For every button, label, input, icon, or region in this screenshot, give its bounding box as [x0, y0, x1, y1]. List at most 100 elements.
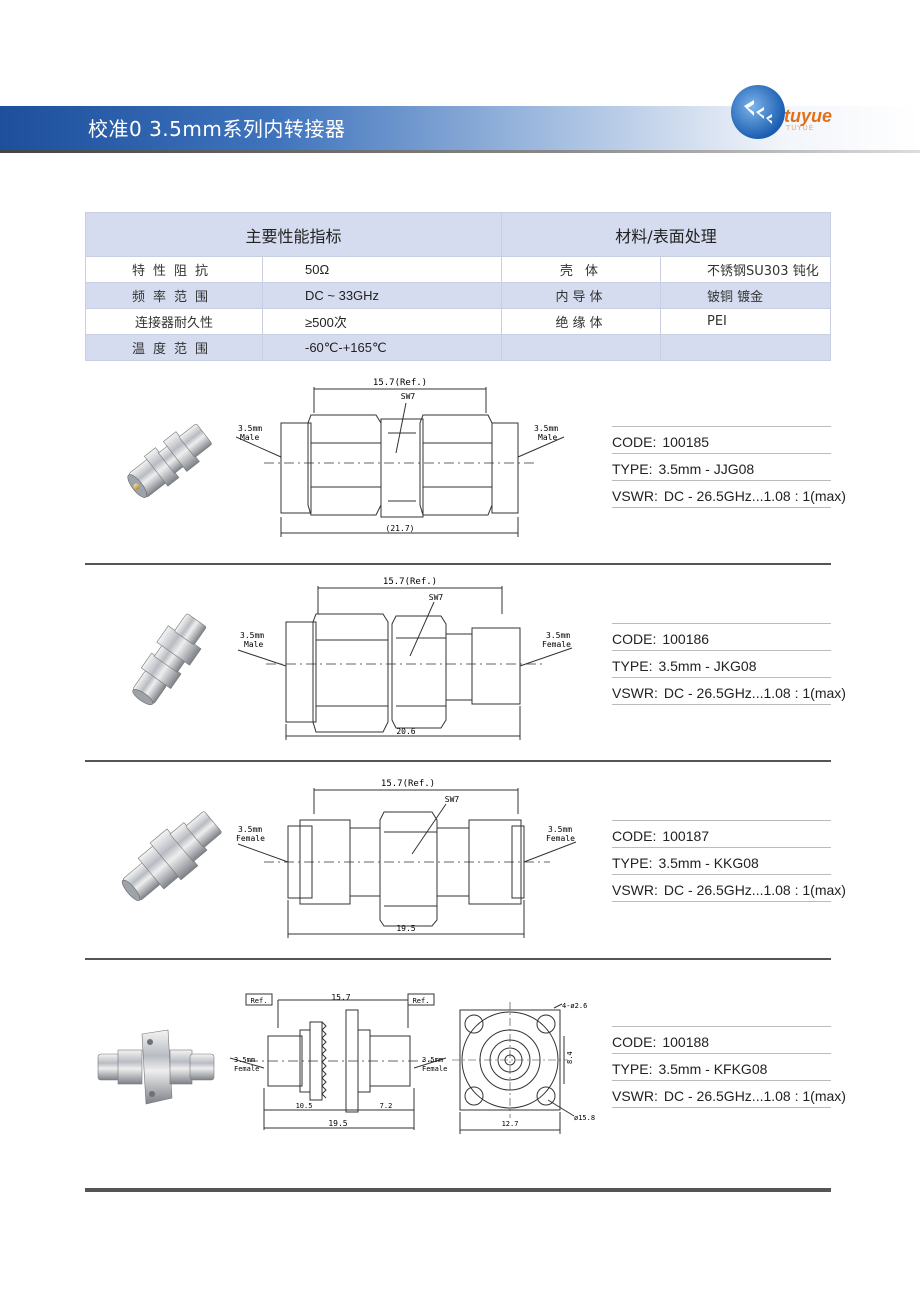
- spec-header-materials: 材料/表面处理: [501, 212, 831, 257]
- section-divider: [85, 958, 831, 960]
- type-line: TYPE: 3.5mm - KKG08: [612, 848, 831, 875]
- dim-flange-diameter-label: ø15.8: [574, 1114, 595, 1122]
- dim-flange-height-label: 8.4: [566, 1051, 574, 1064]
- type-value: 3.5mm - KKG08: [658, 855, 759, 871]
- vswr-value: DC - 26.5GHz...1.08 : 1(max): [663, 488, 846, 504]
- code-value: 100185: [662, 434, 710, 450]
- code-key: CODE:: [612, 1034, 657, 1050]
- section-divider: [85, 760, 831, 762]
- product-photo-100186: [132, 613, 207, 706]
- vswr-key: VSWR:: [612, 882, 658, 898]
- vswr-line: VSWR:DC - 26.5GHz...1.08 : 1(max): [612, 1081, 846, 1108]
- code-value: 100186: [662, 631, 710, 647]
- product-info-100185: CODE: 100185 TYPE:3.5mm - JJG08 VSWR: DC -…: [612, 426, 846, 508]
- type-key: TYPE:: [612, 855, 653, 871]
- vswr-value: DC - 26.5GHz...1.08 : 1(max): [663, 685, 846, 701]
- spec-table: 主要性能指标 材料/表面处理 特性阻抗 50Ω 壳 体 不锈钢SU303 钝化 …: [85, 212, 831, 361]
- left-port-gender: Male: [240, 433, 259, 442]
- left-port-size: 3.5mm: [234, 1056, 255, 1064]
- dim-ref-label: 15.7(Ref.): [373, 378, 427, 388]
- spec-value: DC ~ 33GHz: [262, 282, 502, 309]
- page-title: 校准0 3.5mm系列内转接器: [88, 117, 346, 141]
- spec-table-header-row: 主要性能指标 材料/表面处理: [85, 212, 831, 257]
- spec-label: 频率范围: [85, 282, 263, 309]
- dim-total-label: 19.5: [396, 924, 415, 933]
- left-port-gender: Male: [244, 640, 263, 649]
- vswr-value: DC - 26.5GHz...1.08 : 1(max): [663, 882, 846, 898]
- dim-sw-label: SW7: [445, 795, 460, 804]
- right-port-gender: Female: [546, 834, 575, 843]
- right-port-size: 3.5mm: [534, 424, 558, 433]
- right-port-gender: Female: [422, 1065, 447, 1073]
- material-value: PEI: [660, 308, 831, 335]
- left-port-gender: Female: [236, 834, 265, 843]
- technical-drawing-100187: 15.7(Ref.) SW7 19.5 3.5mm Female 3.5mm F…: [236, 779, 577, 938]
- spec-label: 特性阻抗: [85, 256, 263, 283]
- left-port-gender: Female: [234, 1065, 259, 1073]
- code-key: CODE:: [612, 828, 657, 844]
- product-photo-100188: [97, 1029, 215, 1105]
- spec-value: 50Ω: [262, 256, 502, 283]
- left-port-size: 3.5mm: [240, 631, 264, 640]
- product-info-100186: CODE: 100186 TYPE: 3.5mm - JKG08 VSWR: DC -…: [612, 623, 846, 705]
- type-key: TYPE:: [612, 461, 653, 477]
- code-value: 100187: [662, 828, 710, 844]
- table-row: 频率范围 DC ~ 33GHz 内导体 铍铜 镀金: [85, 282, 831, 309]
- code-line: CODE: 100188: [612, 1026, 831, 1054]
- section-divider: [85, 563, 831, 565]
- dim-left-seg-label: 10.5: [296, 1102, 313, 1110]
- material-label: 绝缘体: [501, 308, 661, 335]
- vswr-key: VSWR:: [612, 488, 658, 504]
- type-line: TYPE: 3.5mm - KFKG08: [612, 1054, 831, 1081]
- type-line: TYPE:3.5mm - JJG08: [612, 454, 831, 481]
- vswr-key: VSWR:: [612, 685, 658, 701]
- product-info-100188: CODE: 100188 TYPE: 3.5mm - KFKG08 VSWR:DC …: [612, 1026, 846, 1108]
- spec-label: 温度范围: [85, 334, 263, 361]
- material-value: [660, 334, 831, 361]
- vswr-key: VSWR:: [612, 1088, 658, 1104]
- code-key: CODE:: [612, 434, 657, 450]
- type-line: TYPE: 3.5mm - JKG08: [612, 651, 831, 678]
- technical-drawing-100185: 15.7(Ref.) SW7 (21.7) 3.5mm Male 3.5mm M…: [236, 378, 565, 537]
- dim-length-label: 15.7: [331, 993, 350, 1002]
- type-value: 3.5mm - KFKG08: [658, 1061, 768, 1077]
- right-port-gender: Male: [538, 433, 557, 442]
- table-row: 温度范围 -60℃-+165℃: [85, 334, 831, 361]
- right-port-size: 3.5mm: [422, 1056, 443, 1064]
- product-photo-100185: [127, 423, 212, 498]
- brand-logo-text: tuyue: [784, 106, 833, 126]
- dim-sw-label: SW7: [429, 593, 444, 602]
- dim-total-label: (21.7): [386, 524, 415, 533]
- spec-value: ≥500次: [262, 308, 502, 335]
- left-port-size: 3.5mm: [238, 825, 262, 834]
- brand-logo-icon: [731, 85, 785, 139]
- dim-ref-label: 15.7(Ref.): [383, 577, 437, 587]
- right-port-gender: Female: [542, 640, 571, 649]
- code-line: CODE: 100186: [612, 623, 831, 651]
- code-value: 100188: [662, 1034, 710, 1050]
- product-info-100187: CODE: 100187 TYPE: 3.5mm - KKG08 VSWR: DC -…: [612, 820, 846, 902]
- table-row: 特性阻抗 50Ω 壳 体 不锈钢SU303 钝化: [85, 256, 831, 283]
- spec-label: 连接器耐久性: [85, 308, 263, 335]
- dim-ref-tag-right: Ref.: [413, 997, 430, 1005]
- dim-sw-label: SW7: [401, 392, 416, 401]
- code-line: CODE: 100185: [612, 426, 831, 454]
- table-row: 连接器耐久性 ≥500次 绝缘体 PEI: [85, 308, 831, 335]
- right-port-size: 3.5mm: [546, 631, 570, 640]
- product-photo-100187: [121, 811, 222, 901]
- type-key: TYPE:: [612, 658, 653, 674]
- material-label: 壳 体: [501, 256, 661, 283]
- type-value: 3.5mm - JKG08: [658, 658, 757, 674]
- technical-drawing-100186: 15.7(Ref.) SW7 20.6 3.5mm Male 3.5mm Fem…: [237, 577, 573, 740]
- left-port-size: 3.5mm: [238, 424, 262, 433]
- dim-holes-label: 4-ø2.6: [562, 1002, 587, 1010]
- code-key: CODE:: [612, 631, 657, 647]
- code-line: CODE: 100187: [612, 820, 831, 848]
- material-label: 内导体: [501, 282, 661, 309]
- right-port-size: 3.5mm: [548, 825, 572, 834]
- vswr-line: VSWR: DC - 26.5GHz...1.08 : 1(max): [612, 481, 846, 508]
- dim-total-label: 19.5: [328, 1119, 347, 1128]
- type-key: TYPE:: [612, 1061, 653, 1077]
- dim-ref-tag-left: Ref.: [251, 997, 268, 1005]
- dim-flange-width-label: 12.7: [502, 1120, 519, 1128]
